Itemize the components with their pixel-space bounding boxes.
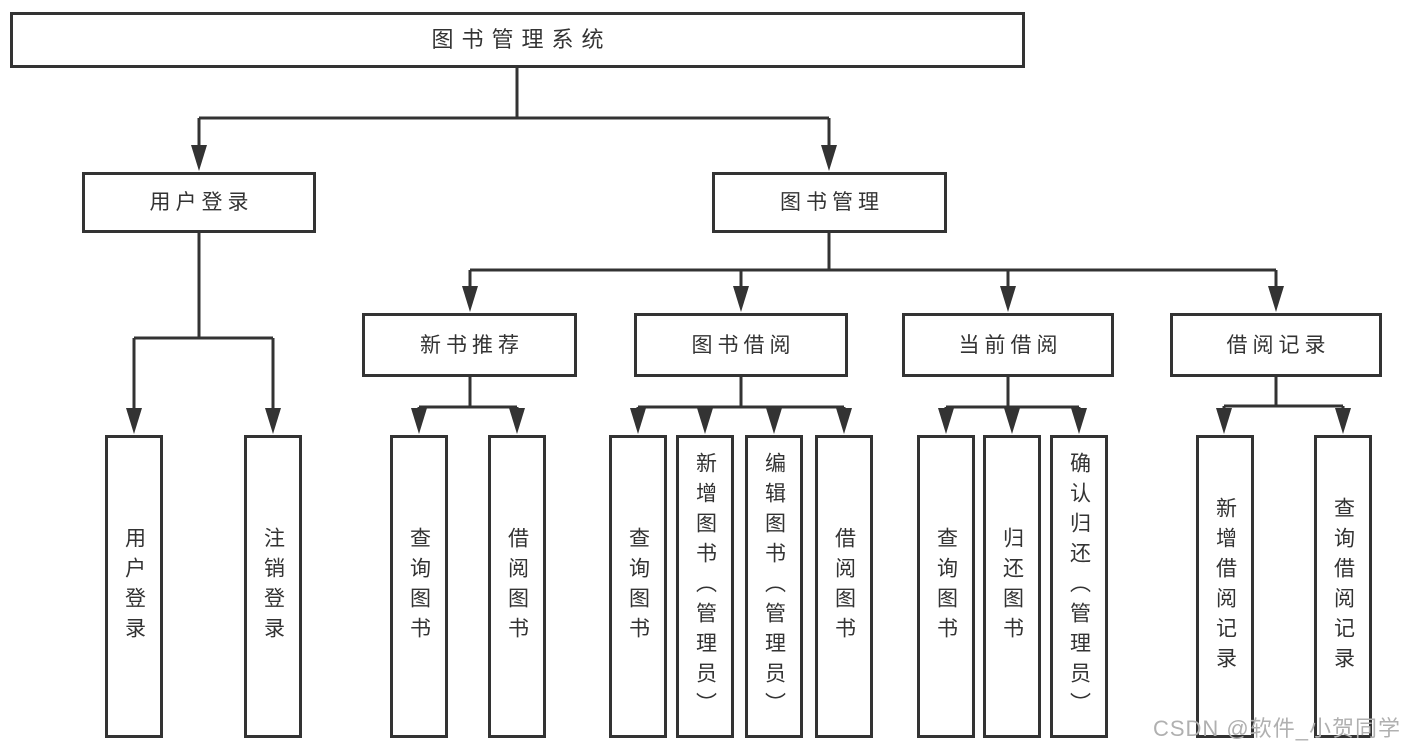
leaf-confirm-return-admin: 确认归还（管理员） xyxy=(1050,435,1108,738)
arrowhead xyxy=(509,408,525,434)
arrowhead xyxy=(1000,286,1016,312)
node-user-login: 用户登录 xyxy=(82,172,316,233)
connector-book-management-branch xyxy=(462,233,1284,312)
arrowhead xyxy=(766,408,782,434)
arrowhead xyxy=(126,408,142,434)
leaf-add-borrow-record: 新增借阅记录 xyxy=(1196,435,1254,738)
node-new-book-recommend: 新书推荐 xyxy=(362,313,577,377)
connector-new-book-recommend-branch xyxy=(411,377,525,434)
arrowhead xyxy=(1004,408,1020,434)
arrowhead xyxy=(733,286,749,312)
arrowhead xyxy=(411,408,427,434)
leaf-logout-login: 注销登录 xyxy=(244,435,302,738)
arrowhead xyxy=(630,408,646,434)
arrowhead xyxy=(1216,408,1232,434)
connector-book-borrowing-branch xyxy=(630,377,852,434)
arrowhead xyxy=(1268,286,1284,312)
node-current-borrowing: 当前借阅 xyxy=(902,313,1114,377)
arrowhead xyxy=(462,286,478,312)
arrowhead xyxy=(191,145,207,171)
arrowhead xyxy=(821,145,837,171)
arrowhead xyxy=(1071,408,1087,434)
node-book-borrowing: 图书借阅 xyxy=(634,313,848,377)
leaf-query-books-recommend: 查询图书 xyxy=(390,435,448,738)
leaf-add-book-admin: 新增图书（管理员） xyxy=(676,435,734,738)
leaf-query-borrow-record: 查询借阅记录 xyxy=(1314,435,1372,738)
connector-current-borrowing-branch xyxy=(938,377,1087,434)
node-book-management: 图书管理 xyxy=(712,172,947,233)
leaf-borrow-books-recommend: 借阅图书 xyxy=(488,435,546,738)
csdn-watermark: CSDN @软件_小贺同学 xyxy=(1152,716,1401,741)
leaf-edit-book-admin: 编辑图书（管理员） xyxy=(745,435,803,738)
leaf-user-login: 用户登录 xyxy=(105,435,163,738)
arrowhead xyxy=(1335,408,1351,434)
leaf-borrow-books-borrowing: 借阅图书 xyxy=(815,435,873,738)
leaf-return-books: 归还图书 xyxy=(983,435,1041,738)
leaf-query-books-borrowing: 查询图书 xyxy=(609,435,667,738)
leaf-query-books-current: 查询图书 xyxy=(917,435,975,738)
connector-root-to-level2 xyxy=(191,68,837,171)
node-borrowing-records: 借阅记录 xyxy=(1170,313,1382,377)
connector-borrowing-records-branch xyxy=(1216,377,1351,434)
arrowhead xyxy=(265,408,281,434)
arrowhead xyxy=(697,408,713,434)
arrowhead xyxy=(938,408,954,434)
node-root-system: 图书管理系统 xyxy=(10,12,1025,68)
connector-user-login-branch xyxy=(126,233,281,434)
arrowhead xyxy=(836,408,852,434)
